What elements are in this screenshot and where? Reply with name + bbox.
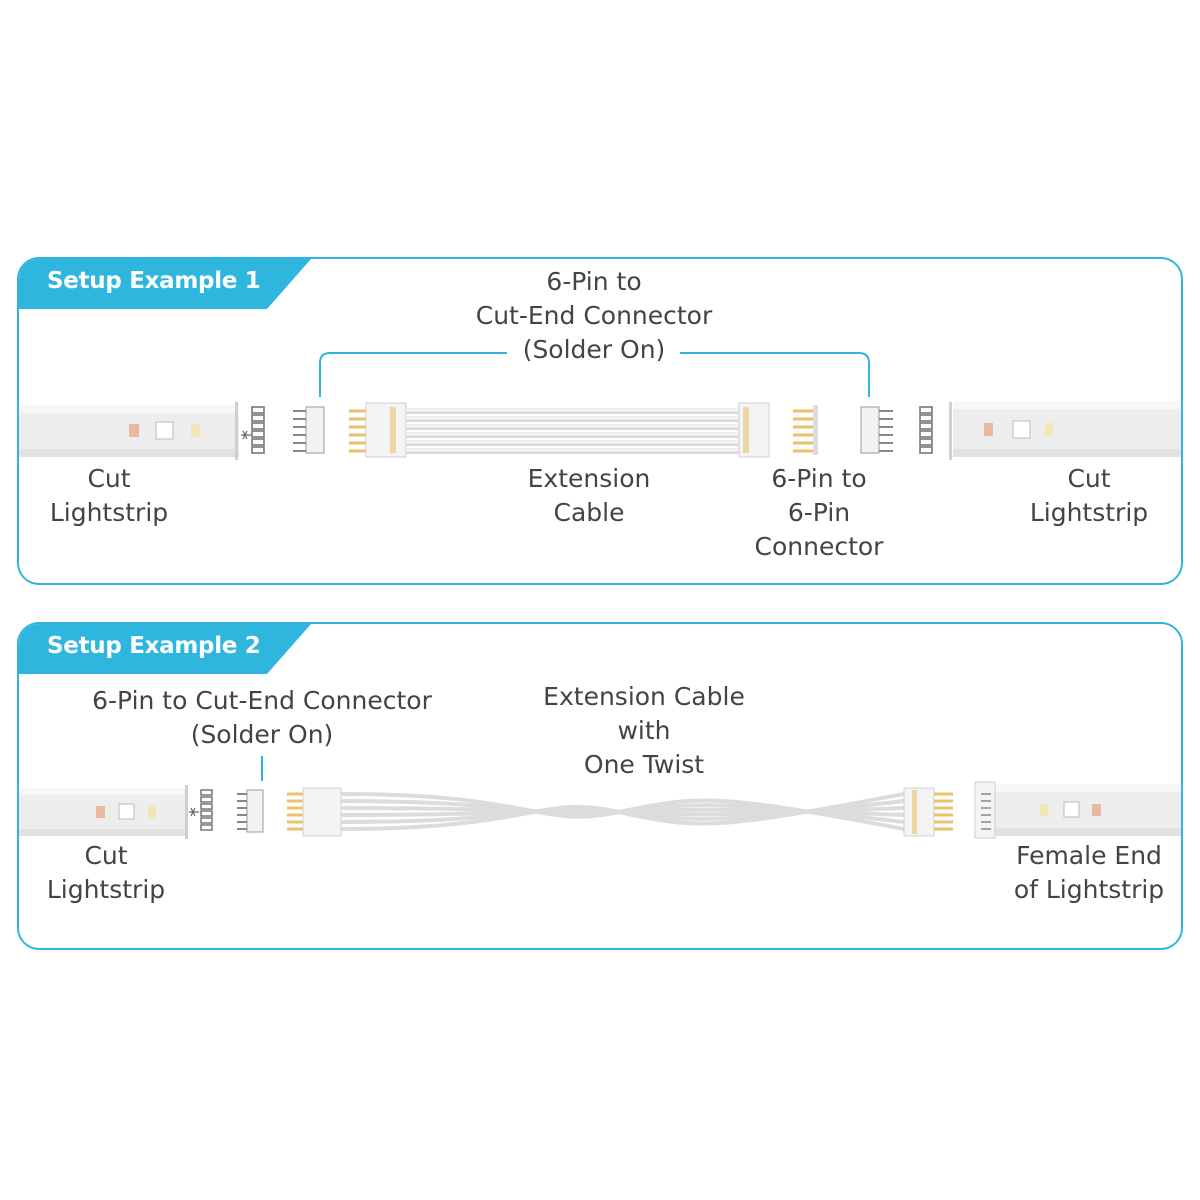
led-white — [118, 803, 135, 820]
setup-example-2-title: Setup Example 2 — [47, 633, 261, 659]
connector-bracket-right — [680, 352, 870, 397]
scissors-icon — [241, 430, 251, 440]
right-strip-label-line-2: of Lightstrip — [1013, 875, 1165, 904]
connector-label-line-1: 6-Pin to Cut-End Connector — [92, 686, 432, 715]
connector-label-line-1: 6-Pin to — [546, 267, 642, 296]
setup-example-2-panel: Setup Example 2 — [17, 622, 1183, 950]
led-warm — [148, 806, 156, 818]
cut-end-connector — [237, 789, 264, 833]
extension-label-line-1: Extension Cable — [543, 682, 745, 711]
extension-label-line-1: Extension — [527, 464, 651, 493]
six-pin-connector — [793, 405, 818, 455]
pin-label-line-1: 6-Pin to — [771, 464, 867, 493]
setup-example-2-illustration — [19, 756, 1181, 839]
pin-label-line-2: 6-Pin — [787, 498, 851, 527]
left-strip-label-line-2: Lightstrip — [49, 498, 169, 527]
led-warm — [1040, 804, 1048, 816]
extension-cable-label: Extension Cable with One Twist — [529, 680, 759, 782]
connector-label-line-2: Cut-End Connector — [475, 301, 713, 330]
tab-shape — [19, 259, 311, 309]
led-amber — [129, 424, 139, 437]
right-strip-label: Female End of Lightstrip — [999, 839, 1179, 907]
setup-example-1-title: Setup Example 1 — [47, 268, 261, 294]
tab-shape — [19, 624, 311, 674]
scissors-icon — [189, 807, 199, 817]
connector-label-line-3: (Solder On) — [522, 335, 666, 364]
twisted-extension-cable — [287, 787, 953, 837]
female-end-lightstrip — [974, 781, 1181, 839]
connector-label: 6-Pin to Cut-End Connector (Solder On) — [459, 265, 729, 367]
led-white — [1063, 801, 1080, 818]
right-strip-label-line-1: Cut — [1067, 464, 1111, 493]
left-strip-label-line-1: Cut — [87, 464, 131, 493]
connector-bracket-left — [319, 352, 507, 397]
left-cut-lightstrip — [19, 785, 213, 839]
left-cut-lightstrip — [19, 402, 265, 460]
right-strip-label-line-2: Lightstrip — [1029, 498, 1149, 527]
extension-label-line-2: with — [617, 716, 671, 745]
extension-label-line-2: Cable — [553, 498, 625, 527]
led-warm — [191, 424, 200, 437]
right-strip-label: Cut Lightstrip — [1009, 462, 1169, 530]
left-strip-label-line-2: Lightstrip — [46, 875, 166, 904]
setup-example-1-illustration — [19, 352, 1181, 460]
led-warm — [1045, 423, 1053, 436]
led-amber — [984, 423, 993, 436]
connector-label: 6-Pin to Cut-End Connector (Solder On) — [79, 684, 445, 752]
led-white — [1012, 420, 1031, 439]
pin-label-line-3: Connector — [754, 532, 884, 561]
setup-example-1-tab: Setup Example 1 — [19, 259, 311, 309]
setup-example-1-panel: Setup Example 1 — [17, 257, 1183, 585]
left-strip-label: Cut Lightstrip — [29, 462, 189, 530]
right-strip-label-line-1: Female End — [1016, 841, 1162, 870]
left-strip-label: Cut Lightstrip — [26, 839, 186, 907]
right-cut-lightstrip — [919, 401, 1181, 460]
setup-example-2-tab: Setup Example 2 — [19, 624, 311, 674]
led-white — [155, 421, 174, 440]
extension-cable — [349, 402, 770, 458]
cut-end-connector — [293, 406, 325, 454]
led-amber — [1092, 804, 1101, 816]
six-pin-connector-label: 6-Pin to 6-Pin Connector — [739, 462, 899, 564]
led-amber — [96, 806, 105, 818]
extension-cable-label: Extension Cable — [509, 462, 669, 530]
connector-label-line-2: (Solder On) — [190, 720, 334, 749]
left-strip-label-line-1: Cut — [84, 841, 128, 870]
right-cut-end-connector — [860, 406, 893, 454]
extension-label-line-3: One Twist — [583, 750, 705, 779]
